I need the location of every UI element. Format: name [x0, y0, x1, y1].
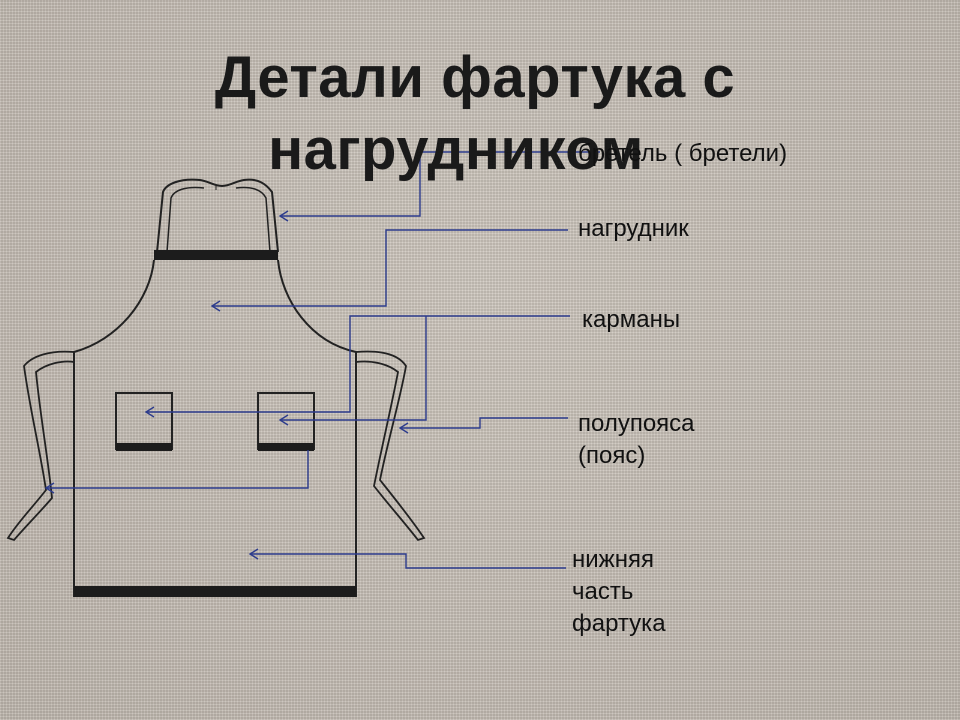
leader-belt-2	[46, 450, 309, 489]
title-line-1: Детали фартука с	[214, 45, 736, 110]
left-pocket	[115, 392, 173, 450]
label-bottom-line-1: нижняя	[572, 546, 654, 573]
right-pocket	[257, 392, 315, 450]
page-title: Детали фартука с нагрудником	[0, 42, 960, 186]
bottom-hem-band	[74, 586, 356, 597]
label-bottom: нижняя часть фартука	[572, 544, 666, 640]
label-strap: бретель ( бретели)	[578, 140, 788, 167]
strap-inner	[166, 186, 271, 253]
leader-bottom	[250, 553, 566, 569]
left-pocket-band	[116, 443, 172, 451]
leader-strap	[280, 151, 600, 217]
bib-top-band	[154, 250, 278, 260]
label-belt-line-1: полупояса	[578, 410, 695, 437]
leader-bib	[212, 229, 568, 307]
label-belt-line-2: (пояс)	[578, 442, 646, 469]
strap-outline	[156, 178, 279, 253]
label-bottom-line-3: фартука	[572, 610, 666, 637]
title-line-2: нагрудником	[268, 117, 644, 182]
right-pocket-band	[258, 443, 314, 451]
label-bottom-line-2: часть	[572, 578, 634, 605]
left-belt-tie	[6, 350, 75, 542]
label-pockets: карманы	[582, 306, 681, 333]
label-belt: полупояса (пояс)	[578, 408, 695, 472]
leader-lines	[44, 151, 600, 569]
leader-belt	[400, 417, 568, 429]
right-belt-tie	[355, 350, 426, 542]
leader-pockets-2	[280, 316, 427, 421]
label-bib: нагрудник	[578, 215, 689, 242]
leader-pockets	[146, 315, 570, 413]
